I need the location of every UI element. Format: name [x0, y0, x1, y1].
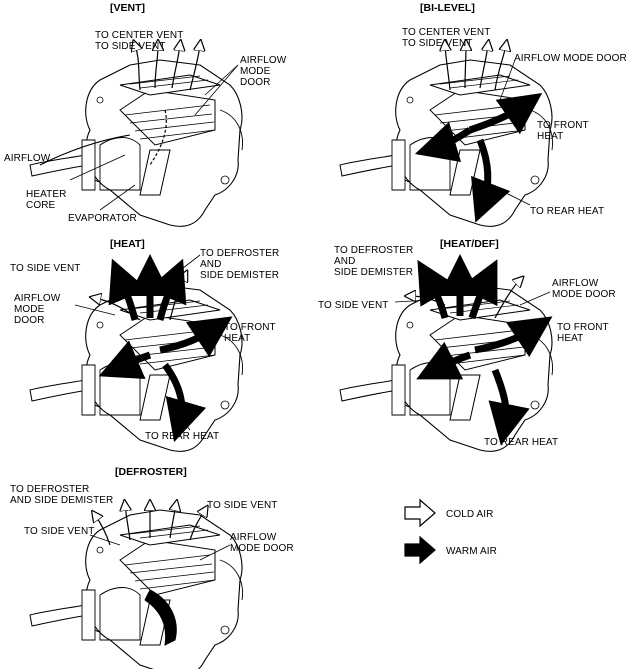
vent-heater-core-label: HEATER CORE [26, 189, 67, 211]
heat-to-side-vent-label: TO SIDE VENT [10, 263, 81, 274]
bilevel-title: [BI-LEVEL] [420, 2, 475, 14]
bilevel-to-rear-heat-label: TO REAR HEAT [530, 206, 605, 217]
heatdef-warm-arrow [459, 259, 498, 320]
heat-warm-arrow [98, 340, 152, 380]
vent-airflow-label: AIRFLOW [4, 153, 51, 164]
vent-to-center-vent-label: TO CENTER VENT [95, 30, 184, 41]
defroster-cold-arrow [189, 510, 205, 541]
heat-warm-arrow [108, 258, 148, 321]
vent-evaporator-label: EVAPORATOR [68, 213, 137, 224]
vent-cold-arrow [135, 45, 140, 91]
defroster-cold-arrow [170, 505, 176, 539]
defroster-warm-flow [144, 589, 177, 646]
heat-title: [HEAT] [110, 238, 145, 250]
heat-warm-arrow [147, 258, 187, 321]
bilevel-cold-arrow [465, 45, 466, 89]
defroster-airflow-mode-door-label: AIRFLOW MODE DOOR [230, 532, 294, 554]
heatdef-warm-arrow [416, 341, 472, 380]
heatdef-airflow-mode-door-label: AIRFLOW MODE DOOR [552, 278, 616, 300]
heatdef-cold-arrow [494, 280, 520, 319]
defroster-cold-arrow [125, 505, 130, 541]
vent-cold-arrow [189, 45, 200, 91]
bilevel-cold-arrow [479, 45, 488, 89]
cold-air-legend-icon [404, 498, 436, 528]
heat-to-rear-heat-label: TO REAR HEAT [145, 431, 220, 442]
defroster-to-side-vent-left-label: TO SIDE VENT [24, 526, 95, 537]
heatdef-to-defroster-label: TO DEFROSTER AND SIDE DEMISTER [334, 245, 414, 278]
bilevel-to-center-vent-label: TO CENTER VENT [402, 27, 491, 38]
warm-air-legend-icon [404, 535, 436, 565]
vent-airflow-arrow [39, 134, 131, 166]
bilevel-cold-arrow [494, 45, 506, 91]
heatdef-warm-arrow [474, 316, 553, 358]
heatdef-to-side-vent-label: TO SIDE VENT [318, 300, 389, 311]
warm-air-legend-label: WARM AIR [446, 546, 497, 557]
vent-dashed-path [149, 109, 167, 166]
defroster-to-side-vent-right-label: TO SIDE VENT [207, 500, 278, 511]
heatdef-unit [339, 254, 554, 452]
bilevel-cold-arrow [445, 45, 450, 91]
cold-air-legend-label: COLD AIR [446, 509, 494, 520]
heat-unit [29, 254, 244, 452]
bilevel-warm-arrow [468, 92, 543, 135]
bilevel-warm-arrow [414, 121, 472, 163]
heat-to-front-heat-label: TO FRONT HEAT [224, 322, 276, 344]
vent-to-side-vent-label: TO SIDE VENT [95, 41, 166, 52]
heatdef-warm-arrow [488, 368, 530, 446]
heat-to-defroster-label: TO DEFROSTER AND SIDE DEMISTER [200, 248, 280, 281]
defroster-to-defroster-label: TO DEFROSTER AND SIDE DEMISTER [10, 484, 114, 506]
vent-cold-arrow [155, 45, 158, 89]
heatdef-to-rear-heat-label: TO REAR HEAT [484, 437, 559, 448]
bilevel-airflow-mode-door-label: AIRFLOW MODE DOOR [514, 53, 627, 64]
vent-unit [29, 45, 244, 227]
heat-warm-arrow [162, 362, 207, 443]
bilevel-unit [339, 45, 554, 227]
bilevel-warm-arrow [471, 138, 511, 223]
defroster-unit [29, 505, 244, 669]
vent-title: [VENT] [110, 2, 145, 14]
vent-airflow-mode-door-label: AIRFLOW MODE DOOR [240, 55, 287, 88]
heatdef-to-front-heat-label: TO FRONT HEAT [557, 322, 609, 344]
heatdef-warm-arrow [417, 259, 457, 319]
bilevel-to-side-vent-label: TO SIDE VENT [402, 38, 473, 49]
heat-warm-arrow [159, 316, 233, 358]
vent-cold-arrow [171, 45, 180, 89]
heat-airflow-mode-door-label: AIRFLOW MODE DOOR [14, 293, 61, 326]
defroster-title: [DEFROSTER] [115, 466, 187, 478]
bilevel-to-front-heat-label: TO FRONT HEAT [537, 120, 589, 142]
legend [404, 498, 436, 565]
heatdef-title: [HEAT/DEF] [440, 238, 499, 250]
